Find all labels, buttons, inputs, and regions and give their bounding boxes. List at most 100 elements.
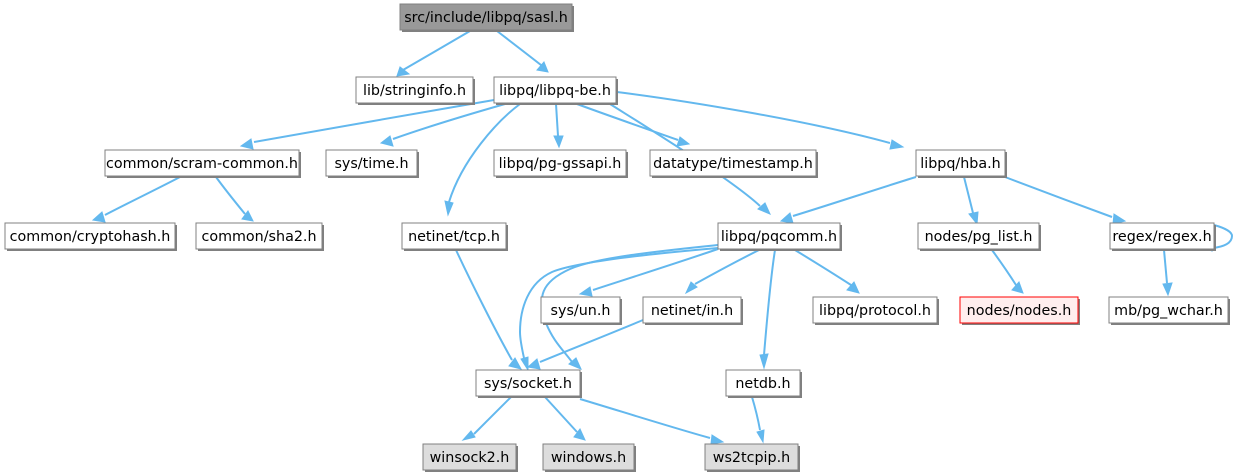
- node-label: nodes/pg_list.h: [925, 229, 1033, 245]
- node-box[interactable]: [717, 222, 841, 250]
- node-label: libpq/pqcomm.h: [721, 229, 837, 245]
- node-box[interactable]: [725, 369, 801, 397]
- edge-libpqbe-to-hba: [616, 91, 905, 150]
- node-regex[interactable]: regex/regex.h: [1109, 222, 1216, 251]
- arrowhead-icon: [779, 212, 794, 224]
- nodes-layer: src/include/libpq/sasl.h lib/stringinfo.h…: [4, 3, 1230, 472]
- node-box[interactable]: [812, 296, 938, 324]
- arrowhead-icon: [91, 211, 106, 223]
- edge-line: [763, 249, 776, 356]
- node-windows[interactable]: windows.h: [542, 443, 636, 472]
- node-box[interactable]: [195, 222, 323, 250]
- edge-netdb-to-ws2tcpip: [751, 396, 765, 444]
- node-ws2tcpip[interactable]: ws2tcpip.h: [704, 443, 800, 472]
- edge-line: [576, 103, 679, 141]
- arrowhead-icon: [684, 281, 698, 295]
- edge-line: [540, 244, 719, 363]
- edge-libpqbe-to-timestamp: [576, 103, 691, 147]
- node-tcp[interactable]: netinet/tcp.h: [401, 222, 508, 251]
- node-pqcomm[interactable]: libpq/pqcomm.h: [717, 222, 842, 251]
- node-stringinfo[interactable]: lib/stringinfo.h: [355, 76, 475, 105]
- node-box[interactable]: [540, 296, 621, 324]
- arrowhead-icon: [568, 357, 582, 370]
- arrowhead-icon: [508, 357, 522, 370]
- node-un[interactable]: sys/un.h: [540, 296, 622, 325]
- edge-line: [253, 99, 495, 143]
- node-label: mb/pg_wchar.h: [1114, 303, 1223, 319]
- edge-line: [751, 396, 761, 431]
- node-box[interactable]: [4, 222, 176, 250]
- node-label: sys/time.h: [334, 156, 408, 172]
- arrowhead-icon: [756, 429, 765, 444]
- node-pglist[interactable]: nodes/pg_list.h: [917, 222, 1041, 251]
- arrowhead-icon: [553, 135, 564, 149]
- node-box[interactable]: [401, 222, 507, 250]
- node-pggssapi[interactable]: libpq/pg-gssapi.h: [493, 149, 628, 178]
- node-box[interactable]: [917, 222, 1040, 250]
- node-box[interactable]: [422, 443, 517, 471]
- edge-line: [1211, 224, 1234, 249]
- node-winsock2[interactable]: winsock2.h: [422, 443, 518, 472]
- node-label: libpq/pg-gssapi.h: [499, 156, 622, 172]
- arrowhead-icon: [676, 136, 691, 147]
- edge-libpqbe-to-scram: [239, 99, 495, 150]
- node-label: libpq/hba.h: [920, 156, 1001, 172]
- node-in[interactable]: netinet/in.h: [642, 296, 743, 325]
- edge-hba-to-pglist: [963, 176, 979, 226]
- node-box[interactable]: [475, 369, 581, 397]
- edge-pqcomm-to-socket2: [518, 247, 719, 372]
- node-label: datatype/timestamp.h: [653, 156, 813, 172]
- node-box[interactable]: [1108, 296, 1229, 324]
- node-box[interactable]: [542, 443, 635, 471]
- node-box[interactable]: [104, 149, 300, 177]
- edge-pqcomm-to-socket: [540, 244, 719, 370]
- node-label: netdb.h: [735, 376, 790, 392]
- edge-sasl-to-libpqbe: [496, 30, 549, 73]
- edge-scram-to-sha2: [215, 176, 254, 222]
- edge-line: [455, 249, 513, 361]
- edge-line: [473, 396, 512, 435]
- node-label: common/scram-common.h: [106, 156, 298, 172]
- node-box[interactable]: [355, 76, 474, 104]
- node-box[interactable]: [704, 443, 799, 471]
- node-wchar[interactable]: mb/pg_wchar.h: [1108, 296, 1230, 325]
- arrowhead-icon: [968, 211, 979, 226]
- node-sha2[interactable]: common/sha2.h: [195, 222, 324, 251]
- node-label: regex/regex.h: [1112, 229, 1211, 245]
- node-nodes[interactable]: nodes/nodes.h: [959, 296, 1080, 325]
- node-box[interactable]: [642, 296, 742, 324]
- node-label: libpq/libpq-be.h: [499, 83, 611, 99]
- node-box[interactable]: [325, 149, 418, 177]
- edge-line: [963, 176, 974, 214]
- node-box[interactable]: [399, 3, 573, 31]
- node-box[interactable]: [493, 76, 617, 104]
- node-cryptohash[interactable]: common/cryptohash.h: [4, 222, 177, 251]
- node-box[interactable]: [915, 149, 1006, 177]
- edge-regex-to-wchar: [1162, 249, 1173, 297]
- arrowhead-icon: [1162, 282, 1173, 297]
- node-box[interactable]: [493, 149, 627, 177]
- node-label: common/cryptohash.h: [10, 229, 171, 245]
- arrowhead-icon: [444, 200, 454, 217]
- edge-line: [694, 249, 760, 285]
- edge-line: [555, 103, 559, 137]
- node-systime[interactable]: sys/time.h: [325, 149, 419, 178]
- node-label: ws2tcpip.h: [713, 450, 790, 466]
- node-hba[interactable]: libpq/hba.h: [915, 149, 1007, 178]
- edge-line: [579, 398, 711, 439]
- node-box[interactable]: [1109, 222, 1215, 250]
- node-timestamp[interactable]: datatype/timestamp.h: [649, 149, 818, 178]
- node-netdb[interactable]: netdb.h: [725, 369, 802, 398]
- node-protocol[interactable]: libpq/protocol.h: [812, 296, 939, 325]
- node-sasl[interactable]: src/include/libpq/sasl.h: [399, 3, 574, 32]
- node-box[interactable]: [649, 149, 817, 177]
- edge-libpqbe-to-tcp: [444, 103, 521, 217]
- node-socket[interactable]: sys/socket.h: [475, 369, 582, 398]
- node-libpqbe[interactable]: libpq/libpq-be.h: [493, 76, 618, 105]
- node-scram[interactable]: common/scram-common.h: [104, 149, 301, 178]
- node-box[interactable]: [959, 296, 1079, 324]
- arrowhead-icon: [526, 358, 541, 370]
- arrowhead-icon: [757, 202, 771, 215]
